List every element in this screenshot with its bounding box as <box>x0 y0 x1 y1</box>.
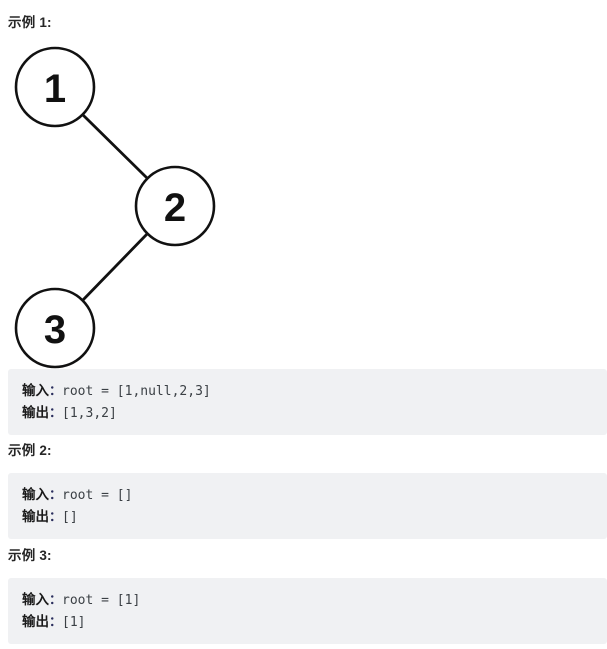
example-1-heading: 示例 1: <box>8 15 52 30</box>
input-value: root = [] <box>62 488 133 503</box>
output-label: 输出 <box>22 614 49 629</box>
output-label: 输出 <box>22 509 49 524</box>
input-label: 输入 <box>22 383 49 398</box>
output-value: [] <box>62 510 78 525</box>
example-2-heading: 示例 2: <box>8 443 52 458</box>
input-value: root = [1] <box>62 593 141 608</box>
example-2-output-line: 输出：[] <box>22 506 607 528</box>
input-value: root = [1,null,2,3] <box>62 384 211 399</box>
input-colon: ： <box>49 384 63 399</box>
output-colon: ： <box>49 510 63 525</box>
tree-node-3-circle <box>14 287 96 369</box>
tree-node-1-circle <box>14 46 96 128</box>
tree-node-1-label: 1 <box>44 67 66 111</box>
input-label: 输入 <box>22 592 49 607</box>
example-1-input-line: 输入：root = [1,null,2,3] <box>22 380 607 402</box>
output-colon: ： <box>49 406 63 421</box>
binary-tree-diagram: 1 2 3 <box>0 36 240 372</box>
output-value: [1] <box>62 615 86 630</box>
tree-node-3-label: 3 <box>44 308 66 352</box>
tree-node-2-label: 2 <box>164 186 186 230</box>
example-3-code-block: 输入：root = [1] 输出：[1] <box>8 578 607 644</box>
tree-edge-1-to-2 <box>81 113 149 180</box>
input-colon: ： <box>49 593 63 608</box>
example-3-heading: 示例 3: <box>8 548 52 563</box>
output-colon: ： <box>49 615 63 630</box>
example-2-input-line: 输入：root = [] <box>22 484 607 506</box>
output-value: [1,3,2] <box>62 406 117 421</box>
example-1-code-block: 输入：root = [1,null,2,3] 输出：[1,3,2] <box>8 369 607 435</box>
example-3-output-line: 输出：[1] <box>22 611 607 633</box>
tree-edge-2-to-3 <box>81 232 149 302</box>
input-label: 输入 <box>22 487 49 502</box>
output-label: 输出 <box>22 405 49 420</box>
example-2-code-block: 输入：root = [] 输出：[] <box>8 473 607 539</box>
example-1-output-line: 输出：[1,3,2] <box>22 402 607 424</box>
tree-node-2-circle <box>134 165 216 247</box>
example-3-input-line: 输入：root = [1] <box>22 589 607 611</box>
binary-tree-svg: 1 2 3 <box>14 46 216 369</box>
input-colon: ： <box>49 488 63 503</box>
